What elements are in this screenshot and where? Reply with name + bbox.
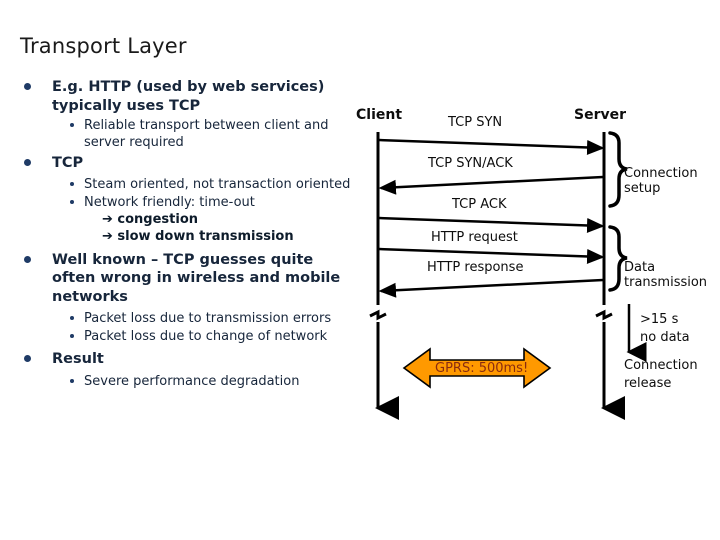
bullet-dot-icon (70, 378, 74, 383)
message-label-http-request: HTTP request (431, 230, 518, 245)
message-arrow-http-response (378, 278, 604, 298)
client-lifeline (369, 132, 399, 420)
bullet-text: Steam oriented, not transaction oriented (84, 176, 351, 192)
message-arrow-tcp-ack (378, 216, 605, 233)
bullet-text: Packet loss due to change of network (84, 329, 328, 344)
message-label-http-response: HTTP response (427, 260, 524, 275)
brace-label-data-transmission: Data transmission (624, 260, 708, 290)
bullet-text: Well known – TCP guesses quite often wro… (52, 251, 341, 305)
bullet-subline: ➔ slow down transmission (102, 228, 294, 244)
timeout-label-line1: >15 s (640, 312, 679, 327)
bullet-dot-icon (70, 199, 74, 204)
bullet-subline: ➔ congestion (102, 211, 199, 227)
bullet-list: E.g. HTTP (used by web services) typical… (18, 78, 358, 391)
brace-data-transmission (608, 225, 628, 292)
bullet-item: Well known – TCP guesses quite often wro… (18, 251, 358, 307)
bullet-dot-icon (24, 159, 31, 166)
bullet-item: Result (18, 350, 358, 369)
actor-label-client: Client (356, 107, 403, 123)
bullet-item: Network friendly: time-out ➔ congestion … (18, 194, 358, 245)
bullet-text: Network friendly: time-out (84, 194, 255, 210)
release-label-line1: Connection (624, 358, 698, 373)
message-label-tcp-ack: TCP ACK (452, 197, 507, 212)
bullet-text: Severe performance degradation (84, 373, 300, 389)
bullet-dot-icon (70, 316, 74, 320)
brace-connection-setup (608, 131, 628, 208)
bullet-dot-icon (70, 123, 74, 127)
bullet-item: Packet loss due to transmission errors (18, 310, 358, 327)
bullet-item: Severe performance degradation (18, 373, 358, 390)
brace-label-connection-setup: Connection setup (624, 166, 698, 196)
bullet-item: TCP (18, 154, 358, 173)
message-arrow-http-request (378, 247, 605, 264)
bullet-item: E.g. HTTP (used by web services) typical… (18, 78, 358, 115)
bullet-text: Packet loss due to transmission errors (84, 311, 332, 326)
page-title: Transport Layer (20, 34, 187, 58)
bullet-item: Reliable transport between client and se… (18, 117, 358, 151)
actor-label-server: Server (574, 107, 627, 123)
message-arrow-tcp-syn-ack (378, 175, 604, 195)
release-label-line2: release (624, 376, 672, 391)
bullet-dot-icon (70, 181, 74, 186)
timeout-label-line2: no data (640, 330, 690, 345)
bullet-text: Result (52, 351, 104, 367)
bullet-dot-icon (24, 255, 31, 263)
bullet-item: Packet loss due to change of network (18, 328, 358, 345)
bullet-text: Reliable transport between client and se… (84, 118, 329, 150)
message-label-tcp-syn: TCP SYN (448, 115, 503, 130)
bullet-item: Steam oriented, not transaction oriented (18, 176, 358, 193)
gprs-arrow-label: GPRS: 500ms! (435, 361, 529, 376)
bullet-dot-icon (24, 355, 31, 362)
bullet-text: E.g. HTTP (used by web services) typical… (52, 79, 325, 114)
bullet-dot-icon (70, 334, 74, 338)
gprs-double-arrow-icon (402, 347, 552, 389)
sequence-diagram: Client Server TCP SYN TCP SYN/ACK TCP AC… (352, 100, 720, 440)
bullet-dot-icon (24, 83, 31, 90)
message-arrow-tcp-syn (378, 138, 605, 155)
bullet-text: TCP (52, 155, 84, 171)
message-label-tcp-syn-ack: TCP SYN/ACK (428, 156, 513, 171)
sequence-diagram-canvas (369, 131, 647, 420)
server-lifeline (595, 132, 625, 420)
